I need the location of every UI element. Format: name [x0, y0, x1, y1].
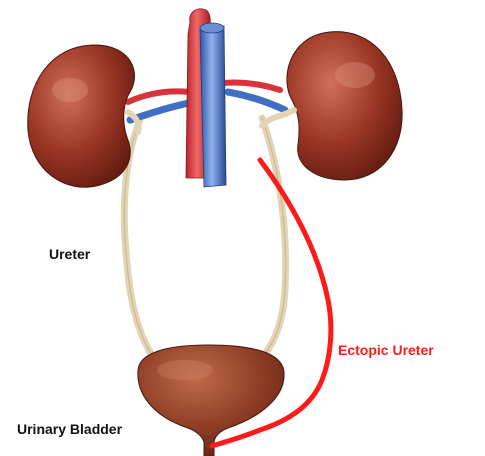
left-kidney — [28, 45, 135, 187]
right-ureter — [262, 118, 286, 355]
urinary-bladder-label: Urinary Bladder — [17, 421, 122, 437]
left-renal-artery — [128, 91, 190, 102]
vena-cava — [200, 23, 226, 187]
ectopic-ureter-label: Ectopic Ureter — [338, 342, 434, 358]
urinary-bladder — [138, 345, 284, 456]
right-kidney — [287, 32, 402, 180]
ureter-label: Ureter — [49, 246, 90, 262]
right-renal-vein — [228, 92, 285, 110]
